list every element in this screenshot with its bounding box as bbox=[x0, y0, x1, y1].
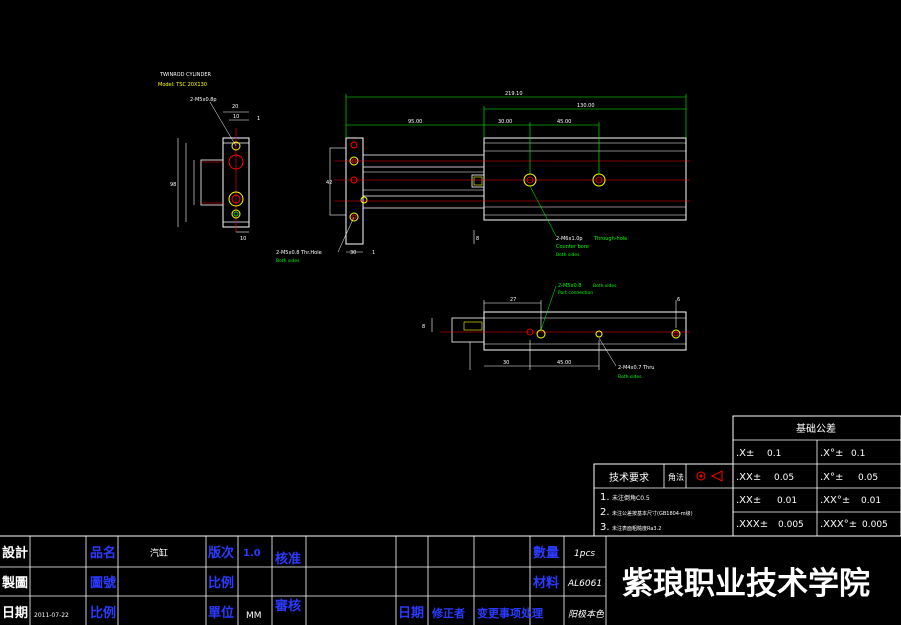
tech-item-1: 未注倒角C0.5 bbox=[612, 494, 650, 502]
callout-right-hole-sub2: Counter bore bbox=[556, 244, 589, 250]
callout-bot-hole1: 2-M5x0.8 bbox=[558, 283, 581, 289]
tol-r3-b: .XXX°± bbox=[820, 519, 857, 530]
tolerance-table: 基础公差 .X± 0.1 .X°± 0.1 .XX± 0.05 .X°± 0.0… bbox=[732, 415, 901, 537]
audit-label: 審核 bbox=[274, 598, 301, 614]
callout-bot-hole1-sub: Port connection bbox=[558, 290, 593, 296]
version-value: 1.0 bbox=[243, 548, 261, 559]
draw-label: 製圖 bbox=[1, 575, 28, 591]
dim-27: 27 bbox=[510, 297, 516, 303]
dim-1: 1 bbox=[257, 116, 260, 122]
callout-bot-hole2: 2-M4x0.7 Thru bbox=[618, 365, 654, 371]
finish-value: 阳极本色 bbox=[568, 609, 605, 620]
qty-value: 1pcs bbox=[574, 549, 595, 559]
end-view: 20 10 1 98 10 2-M5x0.8p bbox=[170, 97, 260, 242]
tech-item-3: 未注表面粗糙度Ra3.2 bbox=[612, 525, 661, 532]
dim-130: 130.00 bbox=[577, 103, 595, 109]
dim-10b: 10 bbox=[240, 236, 246, 242]
material-label: 材料 bbox=[533, 575, 559, 591]
model-line: Model: TSC 20X130 bbox=[158, 82, 207, 88]
tech-requirements: 技术要求 角法 1. 未注倒角C0.5 2. 未注公差按基本尺寸(GB1804-… bbox=[593, 463, 734, 537]
school-name: 紫琅职业技术学院 bbox=[622, 566, 870, 602]
change-label: 变更事项处理 bbox=[477, 606, 543, 620]
tol-r1-b: .X°± bbox=[820, 472, 843, 483]
tech-title: 技术要求 bbox=[609, 471, 649, 484]
tol-r3-av: 0.005 bbox=[778, 520, 804, 530]
tol-r3-a: .XXX± bbox=[736, 519, 768, 530]
tol-r2-av: 0.01 bbox=[777, 496, 797, 506]
qty-label: 數量 bbox=[533, 545, 559, 561]
version-label: 版次 bbox=[208, 545, 234, 561]
tech-item-2-num: 2. bbox=[600, 507, 610, 518]
dim-1b: 1 bbox=[372, 250, 375, 256]
tol-r1-a: .XX± bbox=[736, 472, 761, 483]
dim-30c: 30 bbox=[350, 250, 356, 256]
change-date-label: 日期 bbox=[398, 606, 424, 621]
dim-6: 6 bbox=[677, 297, 680, 303]
projection-circle-icon bbox=[696, 471, 706, 481]
callout-bot-hole1-tag: Both sides bbox=[593, 283, 617, 289]
callout-tl-hole: 2-M5x0.8p bbox=[190, 97, 217, 103]
tech-item-2: 未注公差按基本尺寸(GB1804-m级) bbox=[612, 510, 693, 517]
tol-r1-bv: 0.05 bbox=[858, 473, 878, 483]
tol-r0-bv: 0.1 bbox=[851, 449, 865, 459]
svg-text:30: 30 bbox=[503, 360, 509, 366]
tol-r1-av: 0.05 bbox=[774, 473, 794, 483]
part-name-label: 品名 bbox=[90, 545, 116, 561]
scale-label: 比例 bbox=[208, 575, 234, 591]
tech-item-3-num: 3. bbox=[600, 522, 610, 533]
dim-8b: 8 bbox=[422, 324, 425, 330]
svg-text:42: 42 bbox=[326, 180, 332, 186]
callout-right-hole-sub1: Through-hole bbox=[593, 236, 627, 242]
callout-bot-hole2-sub: Both sides bbox=[618, 374, 642, 380]
dim-45: 45.00 bbox=[557, 119, 571, 125]
cylinder-name: TWINROD CYLINDER bbox=[159, 72, 212, 78]
date-label: 日期 bbox=[2, 606, 28, 621]
tol-r0-b: .X°± bbox=[820, 448, 843, 459]
callout-right-hole-sub3: Both sides bbox=[556, 252, 580, 258]
dim-10: 10 bbox=[233, 114, 239, 120]
tol-r0-a: .X± bbox=[736, 448, 754, 459]
dim-30: 30.00 bbox=[498, 119, 512, 125]
tol-r0-av: 0.1 bbox=[767, 449, 781, 459]
tech-item-1-num: 1. bbox=[600, 492, 610, 503]
callout-mid-hole-sub: Both sides bbox=[276, 258, 300, 264]
dim-20: 20 bbox=[232, 104, 238, 110]
material-value: AL6061 bbox=[567, 579, 602, 589]
front-view: 219.10 130.00 95.00 30.00 45.00 30 1 42 … bbox=[276, 91, 690, 264]
dim-overall: 219.10 bbox=[505, 91, 523, 97]
tol-r2-b: .XX°± bbox=[820, 495, 850, 506]
dim-95: 95.00 bbox=[408, 119, 422, 125]
projection-label: 角法 bbox=[668, 472, 684, 482]
dim-45b: 45.00 bbox=[557, 360, 571, 366]
check-label: 核准 bbox=[275, 551, 301, 567]
projection-cone-icon bbox=[710, 470, 723, 482]
modifier-label: 修正者 bbox=[431, 606, 465, 620]
date-value: 2011-07-22 bbox=[34, 612, 69, 619]
part-name-value: 汽缸 bbox=[150, 547, 168, 559]
design-label: 設計 bbox=[2, 545, 28, 561]
tol-r2-a: .XX± bbox=[736, 495, 761, 506]
tol-r3-bv: 0.005 bbox=[862, 520, 888, 530]
callout-right-hole: 2-M6x1.0p bbox=[556, 236, 583, 242]
unit-label: 單位 bbox=[208, 605, 234, 621]
drawing-no-label: 圖號 bbox=[90, 575, 116, 591]
title-block: 設計 製圖 日期 2011-07-22 品名 汽缸 圖號 比例 版次 1.0 比… bbox=[0, 535, 901, 625]
unit-value: MM bbox=[246, 611, 262, 621]
tolerance-title: 基础公差 bbox=[796, 422, 836, 435]
callout-mid-hole: 2-M5x0.8 Thr.Hole bbox=[276, 250, 322, 256]
scale-label-row3: 比例 bbox=[90, 605, 116, 621]
tol-r2-bv: 0.01 bbox=[861, 496, 881, 506]
svg-text:98: 98 bbox=[170, 182, 176, 188]
dim-8: 8 bbox=[476, 236, 479, 242]
bottom-view: 27 30 45.00 6 8 2-M5x0.8 Both sides Port… bbox=[422, 283, 690, 380]
